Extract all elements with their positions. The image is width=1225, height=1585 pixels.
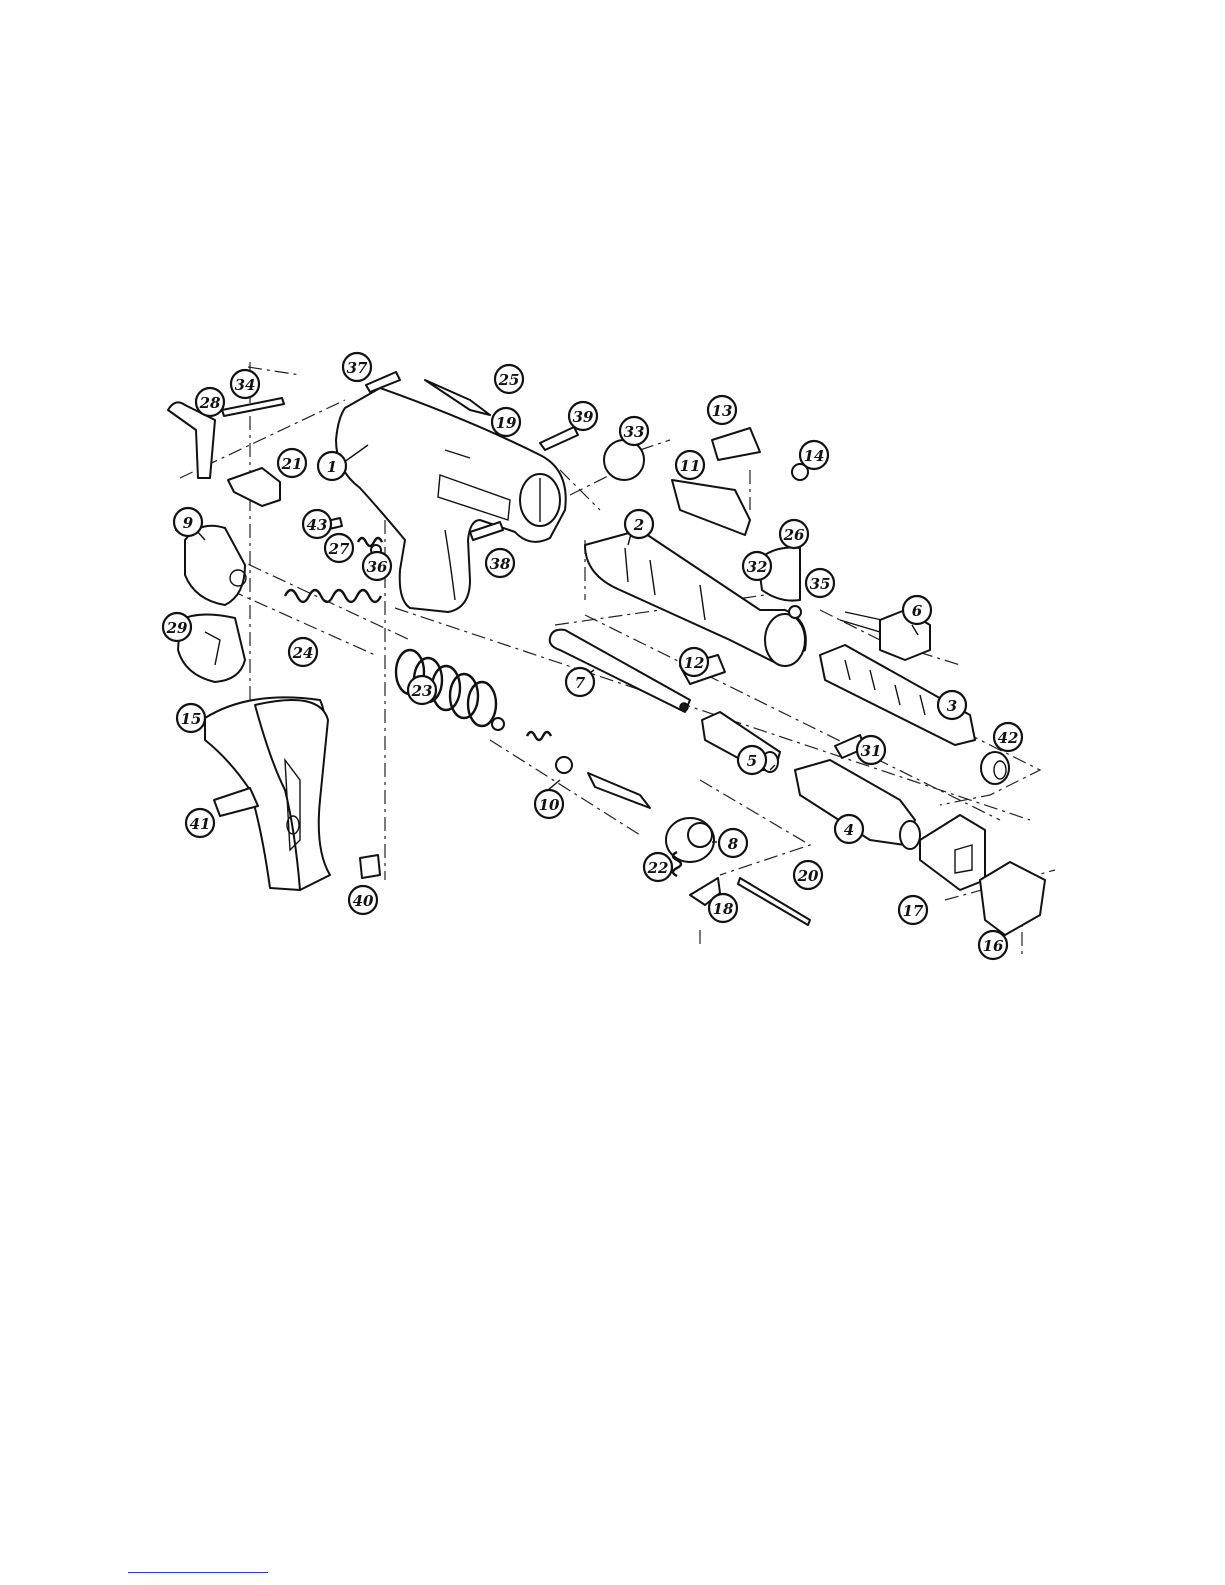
callout-number: 32	[747, 558, 768, 576]
callout-number: 1	[327, 458, 337, 476]
callout-number: 18	[713, 900, 734, 918]
callout-number: 27	[328, 540, 350, 558]
callout-33: 33	[620, 417, 648, 445]
callout-number: 40	[353, 892, 374, 910]
callout-13: 13	[708, 396, 736, 424]
callout-number: 19	[496, 414, 517, 432]
callout-31: 31	[857, 736, 885, 764]
callout-number: 2	[633, 516, 644, 534]
callout-16: 16	[979, 931, 1007, 959]
grip-handle-part	[205, 697, 330, 890]
callout-23: 23	[408, 676, 436, 704]
callout-8: 8	[719, 829, 747, 857]
callout-14: 14	[800, 441, 828, 469]
callout-19: 19	[492, 408, 520, 436]
callout-25: 25	[495, 365, 523, 393]
callout-number: 6	[912, 602, 923, 620]
callout-number: 24	[292, 644, 314, 662]
callout-number: 26	[783, 526, 805, 544]
callout-28: 28	[196, 388, 224, 416]
callout-number: 43	[307, 516, 328, 534]
callout-20: 20	[794, 861, 822, 889]
callout-1: 1	[318, 452, 346, 480]
callout-6: 6	[903, 596, 931, 624]
callout-34: 34	[231, 370, 259, 398]
callout-37: 37	[343, 353, 371, 381]
callout-41: 41	[186, 809, 214, 837]
callout-21: 21	[278, 449, 306, 477]
callout-32: 32	[743, 552, 771, 580]
callout-number: 38	[490, 555, 511, 573]
callout-43: 43	[303, 510, 331, 538]
callout-9: 9	[174, 508, 202, 536]
callout-5: 5	[738, 746, 766, 774]
callout-number: 42	[998, 729, 1019, 747]
callout-number: 31	[861, 742, 882, 760]
callout-27: 27	[325, 534, 353, 562]
callout-36: 36	[363, 552, 391, 580]
callout-number: 23	[411, 682, 433, 700]
callout-7: 7	[566, 668, 594, 696]
callout-number: 3	[947, 697, 957, 715]
callout-29: 29	[163, 613, 191, 641]
callout-number: 25	[498, 371, 520, 389]
callout-number: 15	[181, 710, 202, 728]
callout-39: 39	[569, 402, 597, 430]
callout-4: 4	[835, 815, 863, 843]
callout-number: 22	[647, 859, 669, 877]
callout-42: 42	[994, 723, 1022, 751]
callout-number: 34	[235, 376, 256, 394]
callout-number: 29	[166, 619, 188, 637]
callout-number: 39	[573, 408, 594, 426]
callout-number: 14	[804, 447, 825, 465]
sleeve-parts	[702, 610, 930, 849]
callout-number: 10	[539, 796, 560, 814]
callout-number: 4	[844, 821, 854, 839]
callout-number: 17	[903, 902, 924, 920]
callout-number: 9	[183, 514, 194, 532]
end-cap-parts	[178, 526, 246, 682]
callout-number: 35	[810, 575, 831, 593]
callout-15: 15	[177, 704, 205, 732]
callout-24: 24	[289, 638, 317, 666]
callout-number: 37	[347, 359, 368, 377]
callout-number: 36	[367, 558, 388, 576]
callout-22: 22	[644, 853, 672, 881]
callout-number: 5	[747, 752, 757, 770]
callout-10: 10	[535, 790, 563, 818]
callout-number: 13	[712, 402, 733, 420]
callout-38: 38	[486, 549, 514, 577]
callout-40: 40	[349, 886, 377, 914]
footer-rule	[128, 1572, 268, 1573]
callout-number: 8	[728, 835, 739, 853]
callout-2: 2	[625, 510, 653, 538]
callout-number: 11	[680, 457, 701, 475]
callout-number: 20	[797, 867, 819, 885]
callout-12: 12	[680, 648, 708, 676]
callout-number: 16	[983, 937, 1004, 955]
callout-number: 12	[684, 654, 705, 672]
callout-18: 18	[709, 894, 737, 922]
callout-number: 7	[575, 674, 586, 692]
callout-number: 33	[624, 423, 645, 441]
callout-number: 41	[190, 815, 211, 833]
callout-35: 35	[806, 569, 834, 597]
callout-11: 11	[676, 451, 704, 479]
callout-26: 26	[780, 520, 808, 548]
callout-3: 3	[938, 691, 966, 719]
callout-17: 17	[899, 896, 927, 924]
callout-number: 28	[199, 394, 221, 412]
callout-number: 21	[281, 455, 303, 473]
